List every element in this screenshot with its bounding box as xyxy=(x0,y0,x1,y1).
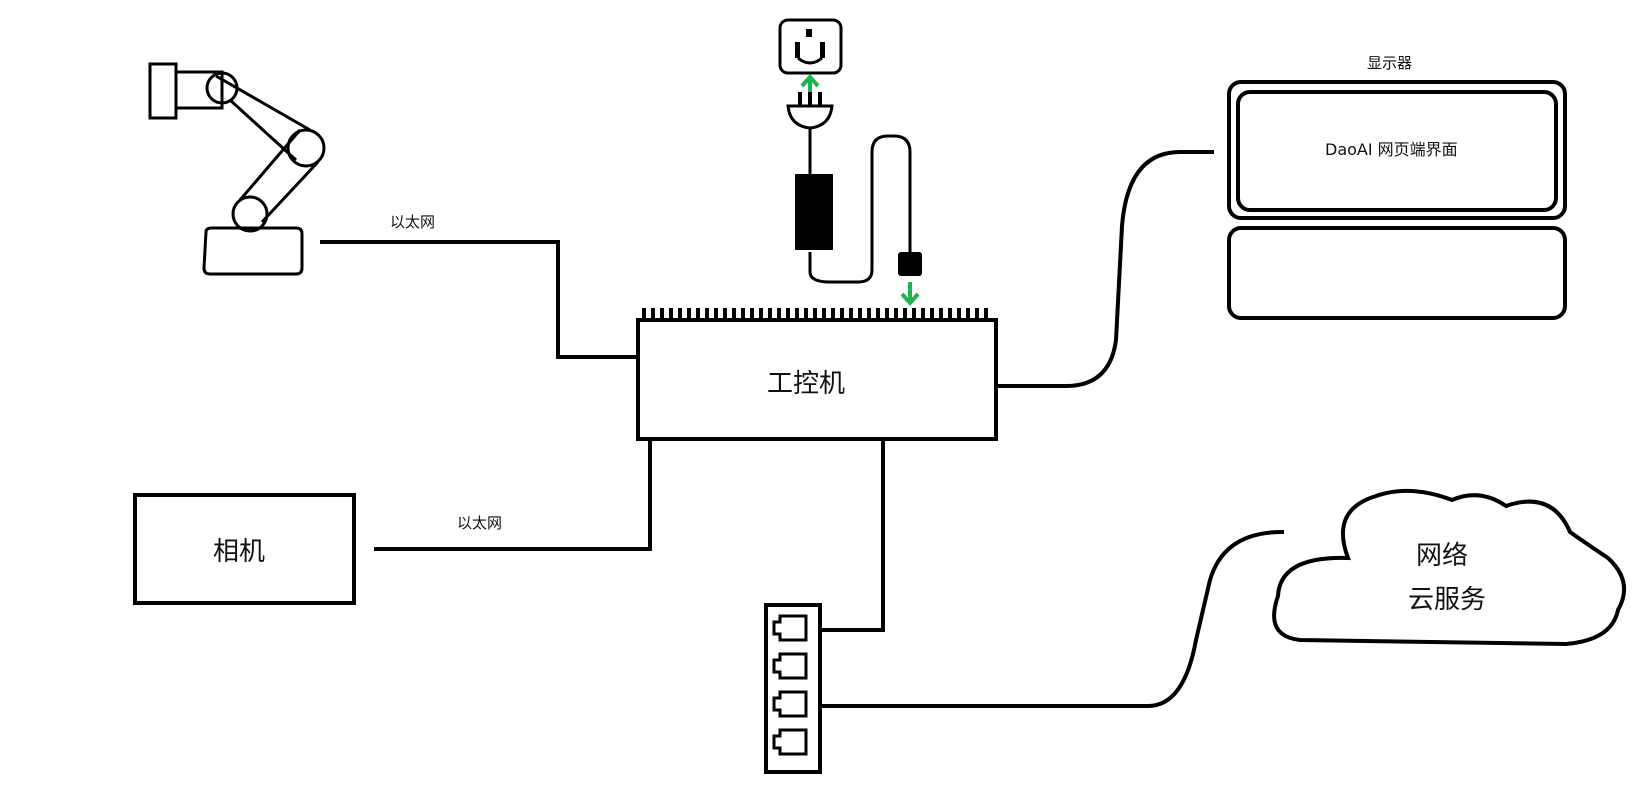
power-outlet-icon xyxy=(778,18,843,75)
power-cord xyxy=(808,128,912,284)
ethernet-port-icon xyxy=(772,690,808,718)
vent-fin xyxy=(921,308,925,321)
vent-fin xyxy=(948,308,952,321)
vent-fin xyxy=(714,308,718,321)
monitor-title: 显示器 xyxy=(1367,54,1412,72)
vent-fin xyxy=(705,308,709,321)
monitor-icon xyxy=(1227,80,1567,320)
vent-fin xyxy=(966,308,970,321)
vent-fin xyxy=(750,308,754,321)
internet-cable xyxy=(820,529,1285,708)
ethernet-port-icon xyxy=(772,652,808,680)
cloud-label-network: 网络 xyxy=(1416,541,1468,571)
vent-fin xyxy=(804,308,808,321)
vent-fin xyxy=(930,308,934,321)
ipc-label: 工控机 xyxy=(767,369,845,399)
vent-fin xyxy=(669,308,673,321)
switch-cable xyxy=(820,439,885,632)
vent-fin xyxy=(678,308,682,321)
ethernet-cable-robot xyxy=(320,240,636,359)
vent-fin xyxy=(876,308,880,321)
camera-box xyxy=(133,493,356,605)
camera-label: 相机 xyxy=(213,537,265,567)
vent-fin xyxy=(957,308,961,321)
vent-fin xyxy=(858,308,862,321)
dc-connector-icon xyxy=(898,252,922,276)
vent-fin xyxy=(822,308,826,321)
vent-fin xyxy=(903,308,907,321)
vent-fin xyxy=(741,308,745,321)
network-switch-icon xyxy=(764,603,822,774)
vent-fin xyxy=(939,308,943,321)
monitor-screen-label: DaoAI 网页端界面 xyxy=(1325,140,1458,159)
vent-fin xyxy=(912,308,916,321)
ipc-box xyxy=(636,308,998,441)
cloud-icon xyxy=(1272,488,1627,647)
vent-fin xyxy=(759,308,763,321)
robot-arm-icon xyxy=(148,62,326,276)
ethernet-label-top: 以太网 xyxy=(390,213,435,231)
vent-fin xyxy=(885,308,889,321)
plug-in-arrow-down-icon xyxy=(900,282,920,307)
vent-fin xyxy=(687,308,691,321)
power-plug-icon xyxy=(786,92,834,130)
vent-fin xyxy=(840,308,844,321)
vent-fin xyxy=(786,308,790,321)
vent-fin xyxy=(651,308,655,321)
vent-fin xyxy=(849,308,853,321)
ethernet-cable-camera xyxy=(374,439,652,551)
vent-fin xyxy=(867,308,871,321)
cloud-label-service: 云服务 xyxy=(1408,585,1486,615)
display-cable xyxy=(996,150,1214,388)
vent-fin xyxy=(813,308,817,321)
vent-fin xyxy=(696,308,700,321)
vent-fin xyxy=(660,308,664,321)
ipc-heat-vents xyxy=(642,308,988,321)
vent-fin xyxy=(831,308,835,321)
vent-fin xyxy=(894,308,898,321)
ethernet-port-icon xyxy=(772,728,808,756)
vent-fin xyxy=(777,308,781,321)
vent-fin xyxy=(642,308,646,321)
vent-fin xyxy=(732,308,736,321)
vent-fin xyxy=(975,308,979,321)
power-adapter-icon xyxy=(795,174,833,250)
vent-fin xyxy=(768,308,772,321)
vent-fin xyxy=(723,308,727,321)
vent-fin xyxy=(795,308,799,321)
vent-fin xyxy=(984,308,988,321)
ethernet-label-bottom: 以太网 xyxy=(457,514,502,532)
ethernet-port-icon xyxy=(772,614,808,642)
plug-in-arrow-up-icon xyxy=(800,73,820,94)
